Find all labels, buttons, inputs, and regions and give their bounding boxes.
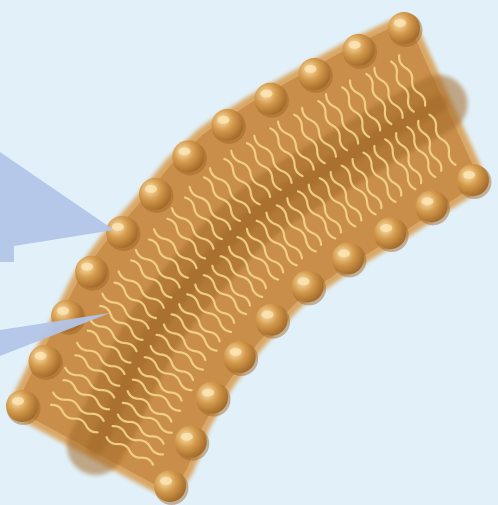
figure-canvas [0,0,498,505]
bilayer-illustration [0,0,498,505]
